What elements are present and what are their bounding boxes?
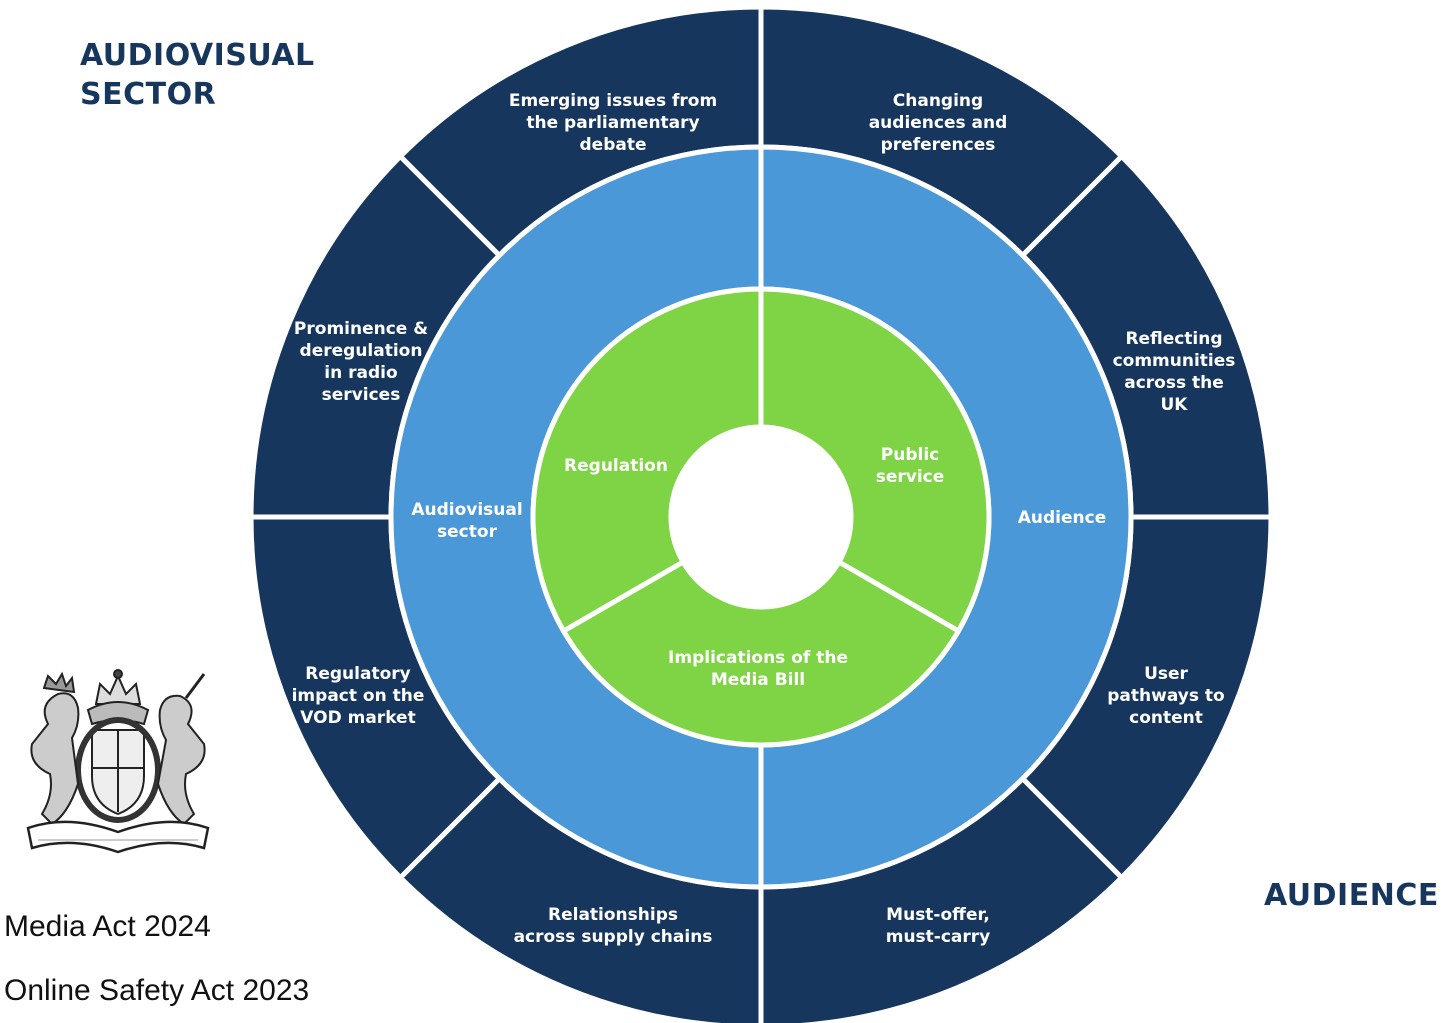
label-line: debate [580,135,647,155]
label-line: pathways to [1107,686,1224,706]
label-line: across supply chains [514,927,713,947]
label-line: Changing [893,91,983,111]
label-line: Public [881,445,939,465]
inner-ring [530,286,992,748]
outer-label-must-offer: Must-offer,must-carry [886,905,991,947]
act-media-act-2024: Media Act 2024 [4,910,211,943]
inner-label-regulation: Regulation [564,456,668,476]
label-line: Media Bill [711,670,805,690]
outer-ring [248,4,1274,1023]
center-circle [671,427,851,607]
label-line: Reflecting [1125,329,1222,349]
label-line: VOD market [300,708,415,728]
label-line: deregulation [300,341,423,361]
label-line: User [1144,664,1188,684]
label-line: Emerging issues from [509,91,717,111]
label-line: services [322,385,401,405]
label-line: in radio [324,363,397,383]
label-line: must-carry [886,927,991,947]
middle-label-audience: Audience [1018,508,1107,528]
label-line: across the [1124,373,1224,393]
label-line: Relationships [548,905,678,925]
heading-audience: AUDIENCE [1264,878,1439,913]
royal-coat-of-arms-icon [8,664,228,856]
label-line: UK [1161,395,1189,415]
label-line: service [876,467,945,487]
label-line: Implications of the [668,648,848,668]
label-line: Must-offer, [886,905,990,925]
heading-line: AUDIOVISUAL [80,38,315,73]
label-line: sector [437,522,498,542]
label-line: Prominence & [294,319,428,339]
label-line: the parliamentary [526,113,699,133]
heading-line: SECTOR [80,77,217,112]
act-online-safety-act-2023: Online Safety Act 2023 [4,974,310,1007]
label-line: communities [1113,351,1236,371]
label-line: Audience [1018,508,1107,528]
label-line: content [1129,708,1203,728]
label-line: Regulation [564,456,668,476]
label-line: impact on the [292,686,425,706]
label-line: audiences and [869,113,1008,133]
label-line: preferences [881,135,996,155]
heading-audiovisual-sector: AUDIOVISUAL SECTOR [80,36,315,114]
label-line: Audiovisual [411,500,522,520]
label-line: Regulatory [305,664,410,684]
